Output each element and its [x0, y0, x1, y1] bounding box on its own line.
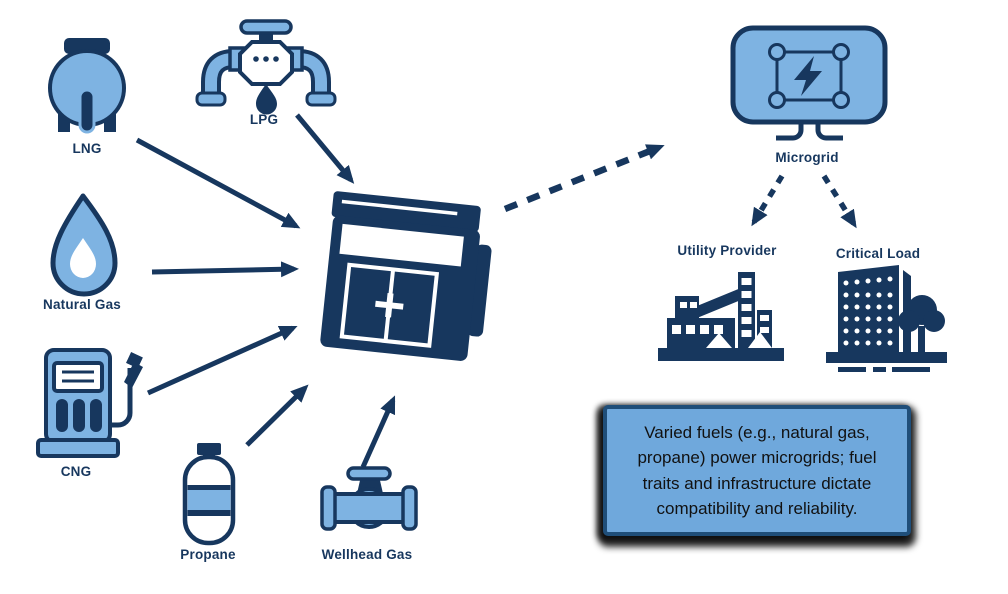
arrow-lpg-to-generator: [295, 113, 355, 184]
lng-storage-tank-icon: [48, 38, 126, 134]
arrow-natural-gas-to-generator: [151, 261, 299, 278]
arrow-propane-to-generator: [245, 384, 309, 447]
cng-fuel-pump-icon: [36, 348, 143, 458]
dashed-arrow-microgrid-to-utility: [751, 174, 785, 227]
natural-gas-label: Natural Gas: [43, 297, 121, 312]
arrow-cng-to-generator: [146, 325, 298, 396]
arrow-lng-to-generator: [135, 137, 301, 229]
wellhead-gas-label: Wellhead Gas: [321, 547, 413, 562]
connection-arrows: [135, 113, 857, 469]
cng-label: CNG: [60, 464, 92, 479]
wellhead-pipe-valve-icon: [320, 466, 418, 531]
caption-box: Varied fuels (e.g., natural gas, propane…: [603, 405, 911, 536]
dashed-arrow-generator-to-microgrid: [503, 143, 665, 213]
propane-label: Propane: [180, 547, 236, 562]
microgrid-controller-icon: [730, 25, 888, 141]
utility-provider-label: Utility Provider: [677, 243, 777, 258]
critical-load-label: Critical Load: [835, 246, 921, 261]
microgrid-label: Microgrid: [775, 150, 839, 165]
gas-flame-icon: [50, 193, 118, 297]
arrow-wellhead-to-generator: [360, 395, 396, 469]
generator-icon: [320, 191, 492, 361]
propane-cylinder-icon: [182, 443, 236, 546]
droplet-icon: [256, 84, 277, 115]
lpg-label: LPG: [249, 112, 279, 127]
dashed-arrow-microgrid-to-critical-load: [821, 174, 857, 229]
office-building-tree-icon: [826, 265, 947, 372]
caption-text: Varied fuels (e.g., natural gas, propane…: [637, 422, 877, 519]
factory-building-icon: [658, 272, 784, 361]
lpg-valve-pipe-icon: [195, 19, 337, 115]
lightning-bolt-icon: [794, 56, 822, 96]
lng-label: LNG: [72, 141, 102, 156]
tree-icon: [898, 295, 945, 352]
